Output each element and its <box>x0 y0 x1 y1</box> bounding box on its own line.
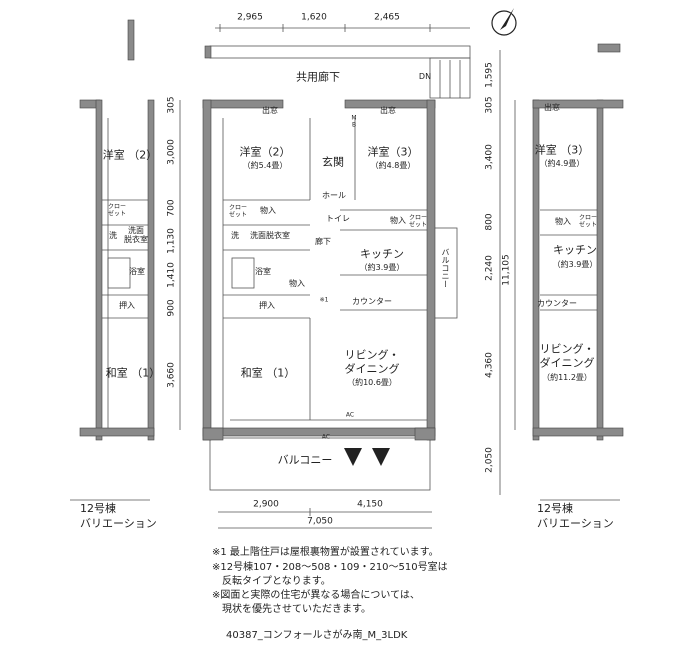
left-closet-label: クロー ゼット <box>107 203 127 217</box>
right-living-label: リビング・ <box>539 342 595 356</box>
right-closet-label: クロー ゼット <box>578 214 598 228</box>
dim-right-total: 11,105 <box>501 254 512 286</box>
bay-window-label: 出窓 <box>262 106 278 115</box>
left-caption-variation: バリエーション <box>80 517 157 530</box>
storage-label: 物入 <box>260 206 276 215</box>
dim-bottom-1: 2,900 <box>253 499 279 510</box>
ac-label: AC <box>345 411 355 419</box>
dim-right-2: 305 <box>484 96 495 114</box>
dim-left-3: 700 <box>166 199 177 217</box>
bay-window-label: 出窓 <box>380 106 396 115</box>
dim-left-1: 305 <box>166 96 177 114</box>
dim-right-4: 800 <box>484 213 495 231</box>
dim-left-5: 1,410 <box>166 262 177 288</box>
room-2-label: 洋室（2） <box>239 145 291 159</box>
dim-bottom-2: 4,150 <box>357 499 383 510</box>
down-label: DN <box>418 72 432 81</box>
note-line: 反転タイプとなります。 <box>212 576 331 587</box>
dim-left-6: 900 <box>166 299 177 317</box>
living-size: （約10.6畳） <box>347 378 397 387</box>
dim-top-3: 2,465 <box>374 12 400 23</box>
kitchen-label: キッチン <box>360 247 404 261</box>
right-bay-window-label: 出窓 <box>544 103 560 112</box>
bath-label: 浴室 <box>255 267 271 276</box>
right-living-size: （約11.2畳） <box>542 373 592 382</box>
right-kitchen-label: キッチン <box>553 243 597 257</box>
left-room-2-label: 洋室 （2） <box>102 148 158 162</box>
balcony-label: バルコニー <box>277 453 333 467</box>
dim-right-6: 4,360 <box>484 352 495 378</box>
left-washitsu-label: 和室 （1） <box>105 366 161 380</box>
right-dining-label: ダイニング <box>539 356 595 370</box>
dim-right-1: 1,595 <box>484 62 495 88</box>
side-balcony-label: バルコニー <box>441 248 450 288</box>
right-kitchen-size: （約3.9畳） <box>552 260 598 269</box>
room-3-label: 洋室（3） <box>367 145 419 159</box>
dim-top-1: 2,965 <box>237 12 263 23</box>
closet-label: クロー ゼット <box>228 204 248 218</box>
left-washer-label: 洗 <box>109 231 117 240</box>
left-bath-label: 浴室 <box>129 267 145 276</box>
left-washroom-label: 洗面 脱衣室 <box>124 226 148 244</box>
dim-top-2: 1,620 <box>301 12 327 23</box>
note-line: ※図面と実際の住宅が異なる場合については、 <box>212 590 420 601</box>
dim-right-3: 3,400 <box>484 144 495 170</box>
entrance-label: 玄関 <box>322 155 344 169</box>
toilet-label: トイレ <box>326 214 350 223</box>
living-label: リビング・ <box>344 348 400 362</box>
note-line: ※1 最上階住戸は屋根裏物置が設置されています。 <box>212 547 439 558</box>
counter-label: カウンター <box>352 297 392 306</box>
left-oshiire-label: 押入 <box>119 301 135 310</box>
closet-label: クロー ゼット <box>408 214 428 228</box>
dim-left-2: 3,000 <box>166 139 177 165</box>
washitsu-label: 和室 （1） <box>240 366 296 380</box>
oshiire-label: 押入 <box>259 301 275 310</box>
triangle-marker-left <box>344 448 362 466</box>
north-compass-icon <box>491 8 517 36</box>
room-3-size: （約4.8畳） <box>370 161 416 170</box>
dining-label: ダイニング <box>344 362 400 376</box>
meter-box-label: M B <box>351 114 357 128</box>
note-1-marker: ※1 <box>319 296 329 304</box>
storage-label: 物入 <box>390 216 406 225</box>
dim-right-7: 2,050 <box>484 447 495 473</box>
right-counter-label: カウンター <box>537 299 577 308</box>
common-corridor-label: 共用廊下 <box>296 70 340 84</box>
kitchen-size: （約3.9畳） <box>359 263 405 272</box>
dim-bottom-total: 7,050 <box>307 516 333 527</box>
hall-label: ホール <box>322 191 346 200</box>
triangle-marker-right <box>372 448 390 466</box>
room-2-size: （約5.4畳） <box>242 161 288 170</box>
washroom-label: 洗面脱衣室 <box>250 231 290 240</box>
note-line: 現状を優先させていただきます。 <box>212 604 371 615</box>
washer-label: 洗 <box>231 231 239 240</box>
dim-left-7: 3,660 <box>166 362 177 388</box>
corridor-label: 廊下 <box>315 237 331 246</box>
dim-left-4: 1,130 <box>166 228 177 254</box>
right-room-3-label: 洋室 （3） <box>534 143 590 157</box>
right-caption-building: 12号棟 <box>537 502 573 515</box>
ac-label: AC <box>321 433 331 441</box>
right-room-3-size: （約4.9畳） <box>539 159 585 168</box>
left-caption-building: 12号棟 <box>80 502 116 515</box>
dim-right-5: 2,240 <box>484 255 495 281</box>
note-line: ※12号棟107・208〜508・109・210〜510号室は <box>212 562 448 573</box>
storage-label: 物入 <box>289 279 305 288</box>
right-storage-label: 物入 <box>555 217 571 226</box>
right-caption-variation: バリエーション <box>537 517 614 530</box>
plan-id-footer: 40387_コンフォールさがみ南_M_3LDK <box>226 630 408 641</box>
